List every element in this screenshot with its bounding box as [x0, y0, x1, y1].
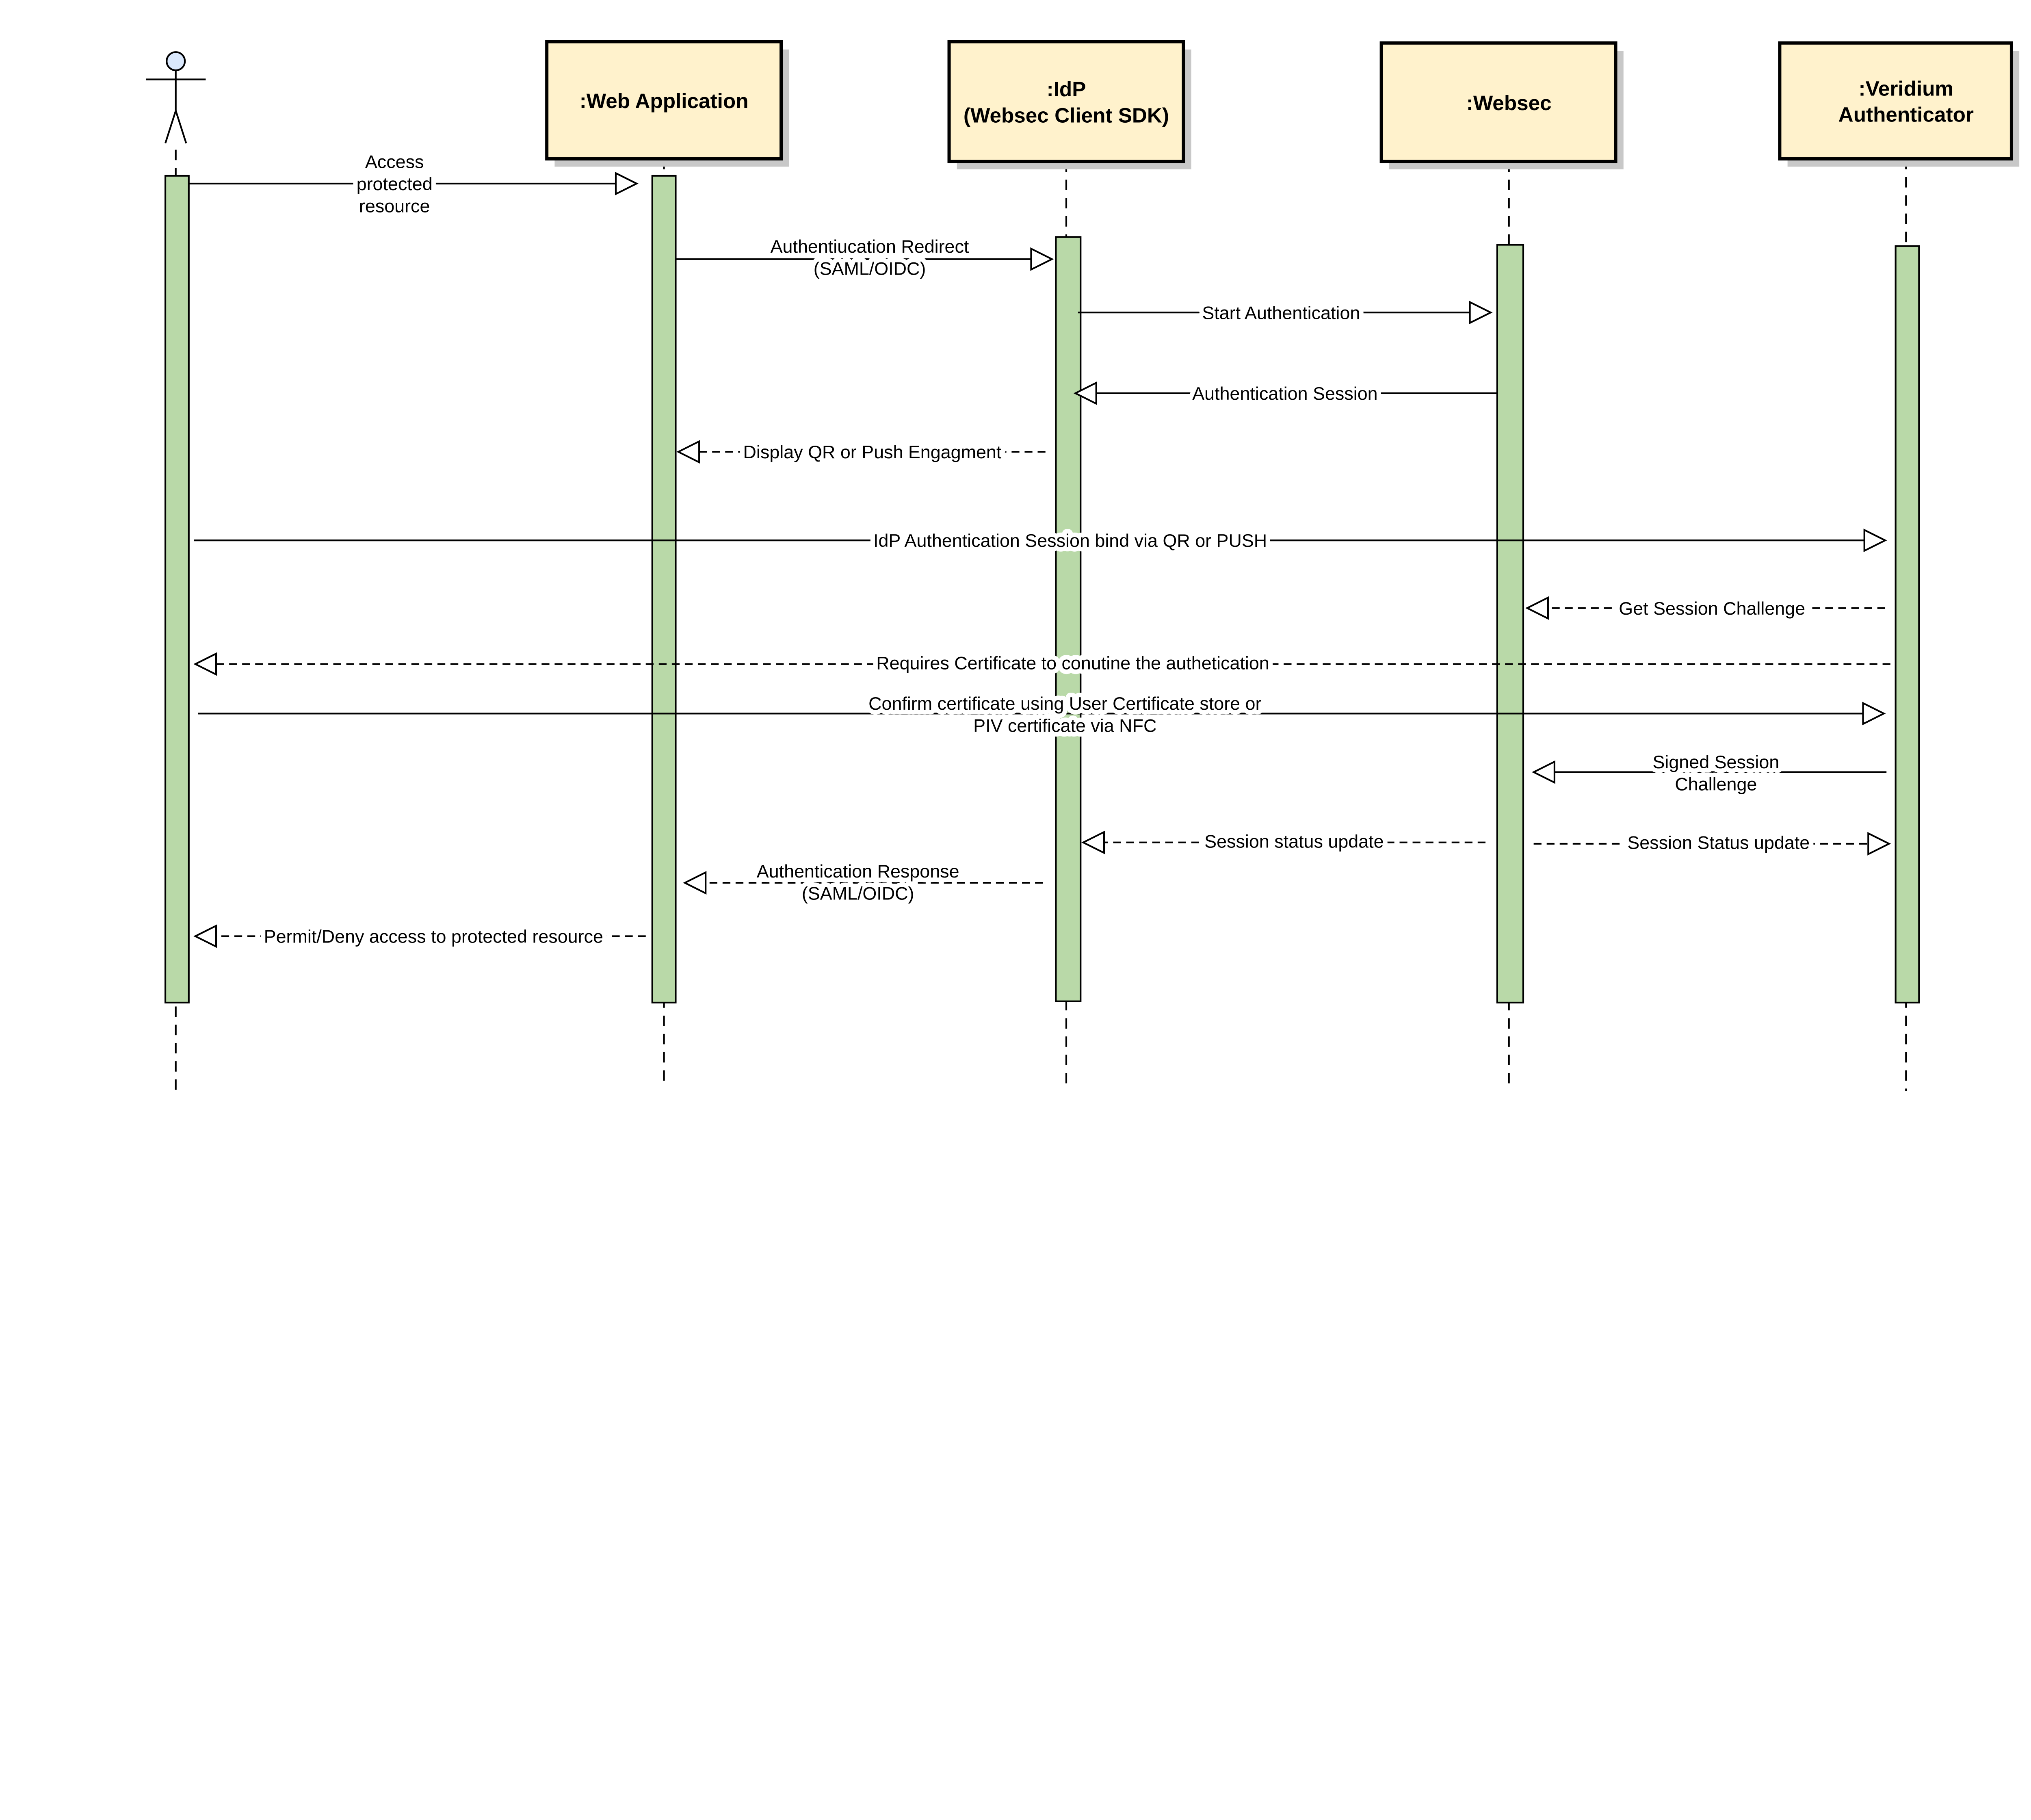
- participant-title: Authenticator: [1838, 103, 1974, 126]
- participant-title: :Web Application: [580, 89, 749, 113]
- message-web-application-to-actor[interactable]: Permit/Deny access to protected resource: [193, 921, 646, 951]
- sequence-diagram: :Web Application :IdP (Websec Client SDK):…: [145, 40, 2020, 1094]
- open-arrowhead-icon: [1867, 832, 1891, 856]
- participant-box: [947, 40, 1185, 163]
- message-actor-to-veridium-authenticator[interactable]: IdP Authentication Session bind via QR o…: [194, 526, 1887, 555]
- participant-title: :Websec: [1466, 91, 1552, 115]
- participant-box: [545, 40, 783, 161]
- message-label: Session Status update: [1627, 832, 1810, 853]
- open-arrowhead-icon: [1081, 830, 1105, 854]
- message-label: IdP Authentication Session bind via QR o…: [873, 530, 1267, 551]
- message-web-application-to-idp[interactable]: Authentiucation Redirect(SAML/OIDC): [676, 232, 1054, 283]
- participant-box: [1379, 41, 1617, 163]
- open-arrowhead-icon: [615, 171, 639, 195]
- open-arrowhead-icon: [676, 440, 700, 464]
- actor-activation-bar: [164, 175, 190, 1004]
- open-arrowhead-icon: [1030, 247, 1054, 271]
- message-label: Session status update: [1204, 831, 1384, 852]
- web-application-activation-bar: [651, 175, 677, 1004]
- message-label: Requires Certificate to conutine the aut…: [876, 652, 1269, 673]
- message-label: Get Session Challenge: [1619, 598, 1805, 619]
- idp-activation-bar: [1055, 236, 1082, 1002]
- message-label: Display QR or Push Engagment: [743, 442, 1002, 462]
- open-arrowhead-icon: [1073, 381, 1097, 405]
- message-label: Access: [365, 151, 424, 172]
- message-veridium-authenticator-to-websec[interactable]: Get Session Challenge: [1525, 594, 1886, 623]
- message-label: Authentication Session: [1192, 383, 1377, 404]
- veridium-authenticator-activation-bar: [1895, 245, 1920, 1004]
- message-label: protected: [357, 173, 433, 194]
- participant-title: :IdP: [1047, 78, 1086, 101]
- message-actor-to-veridium-authenticator[interactable]: Confirm certificate using User Certifica…: [198, 689, 1886, 740]
- participant-web-application[interactable]: :Web Application: [545, 40, 789, 167]
- participant-box: [1778, 41, 2013, 161]
- message-label: Start Authentication: [1202, 302, 1360, 323]
- actor-stick-figure-icon[interactable]: [145, 51, 206, 144]
- open-arrowhead-icon: [1531, 760, 1556, 784]
- open-arrowhead-icon: [1863, 529, 1887, 552]
- participant-idp[interactable]: :IdP (Websec Client SDK): [947, 40, 1191, 169]
- message-label: PIV certificate via NFC: [973, 715, 1156, 736]
- participant-title: :Veridium: [1858, 77, 1953, 100]
- message-label: (SAML/OIDC): [802, 883, 914, 904]
- participant-websec[interactable]: :Websec: [1379, 41, 1624, 169]
- message-veridium-authenticator-to-actor[interactable]: Requires Certificate to conutine the aut…: [193, 648, 1890, 678]
- message-idp-to-websec[interactable]: Start Authentication: [1078, 298, 1493, 327]
- participant-title: (Websec Client SDK): [964, 104, 1169, 127]
- open-arrowhead-icon: [193, 652, 217, 676]
- open-arrowhead-icon: [193, 924, 217, 948]
- participants: :Web Application :IdP (Websec Client SDK):…: [145, 40, 2020, 169]
- lifelines: [175, 150, 1907, 1094]
- open-arrowhead-icon: [1862, 702, 1886, 726]
- message-websec-to-idp[interactable]: Session status update: [1081, 826, 1486, 856]
- open-arrowhead-icon: [683, 871, 707, 895]
- message-websec-to-veridium-authenticator[interactable]: Session Status update: [1533, 828, 1891, 858]
- message-label: resource: [359, 195, 430, 216]
- websec-activation-bar: [1496, 244, 1524, 1004]
- message-websec-to-idp[interactable]: Authentication Session: [1073, 379, 1497, 408]
- message-label: Challenge: [1675, 774, 1757, 795]
- message-label: Authentication Response: [757, 861, 959, 882]
- message-label: Authentiucation Redirect: [771, 236, 969, 257]
- open-arrowhead-icon: [1525, 596, 1549, 620]
- message-idp-to-web-application[interactable]: Display QR or Push Engagment: [676, 437, 1046, 467]
- message-label: Signed Session: [1652, 752, 1779, 772]
- message-label: (SAML/OIDC): [814, 258, 926, 279]
- message-label: Confirm certificate using User Certifica…: [868, 693, 1261, 714]
- open-arrowhead-icon: [1469, 301, 1493, 325]
- message-idp-to-web-application[interactable]: Authentication Response(SAML/OIDC): [683, 856, 1043, 908]
- activations: [164, 175, 1920, 1004]
- message-label: Permit/Deny access to protected resource: [264, 926, 603, 947]
